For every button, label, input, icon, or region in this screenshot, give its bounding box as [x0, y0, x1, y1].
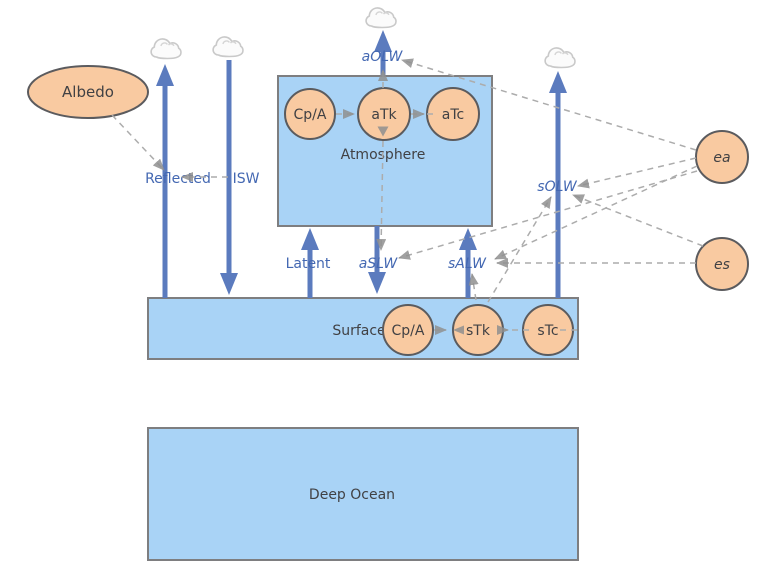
- aolw-flux-label: aOLW: [362, 49, 404, 65]
- cloud-icon[interactable]: [544, 47, 576, 69]
- cpa-surface-label: Cp/A: [392, 323, 425, 339]
- albedo-label: Albedo: [62, 83, 114, 101]
- cpa-atmosphere-label: Cp/A: [294, 107, 327, 123]
- es-node[interactable]: [695, 237, 749, 291]
- down-arrowhead-icon: [377, 126, 389, 137]
- dep-ea-to-salw[interactable]: [494, 165, 698, 260]
- atk-node[interactable]: [357, 87, 411, 141]
- deep-ocean-label: Deep Ocean: [309, 487, 395, 503]
- stc-label: sTc: [537, 323, 558, 339]
- cloud-icon[interactable]: [212, 36, 244, 58]
- left-arrowhead-icon: [453, 325, 464, 335]
- surface-label: Surface: [332, 323, 385, 339]
- isw-flux-label: ISW: [233, 171, 260, 187]
- dep-atk-to-aslw[interactable]: [376, 140, 387, 251]
- albedo-node[interactable]: [27, 65, 149, 119]
- solw-flux-label: sOLW: [537, 179, 578, 195]
- dep-stk-to-solw[interactable]: [487, 196, 552, 303]
- salw-flux-label: sALW: [448, 256, 487, 272]
- ea-node[interactable]: [695, 130, 749, 184]
- ea-label: ea: [713, 150, 730, 166]
- dep-es-to-solw[interactable]: [572, 194, 704, 247]
- dep-ea-to-aolw[interactable]: [401, 58, 697, 151]
- deep-ocean-box[interactable]: [147, 427, 579, 561]
- dep-albedo-to-reflected[interactable]: [111, 114, 165, 171]
- cpa-surface-node[interactable]: [382, 304, 434, 356]
- stk-label: sTk: [466, 323, 491, 339]
- aslw-flux-label: aSLW: [359, 256, 399, 272]
- cpa-atmosphere-node[interactable]: [284, 88, 336, 140]
- reflected-flux-label: Reflected: [145, 171, 211, 187]
- dep-ea-to-aslw[interactable]: [398, 170, 698, 260]
- latent-flux-label: Latent: [286, 256, 331, 272]
- dep-stk-to-salw[interactable]: [468, 273, 479, 301]
- atk-label: aTk: [371, 107, 397, 123]
- es-label: es: [714, 257, 730, 273]
- dep-ea-to-solw[interactable]: [577, 157, 697, 189]
- atc-label: aTc: [442, 107, 464, 123]
- cloud-icon[interactable]: [150, 38, 182, 60]
- cloud-icon[interactable]: [365, 7, 397, 29]
